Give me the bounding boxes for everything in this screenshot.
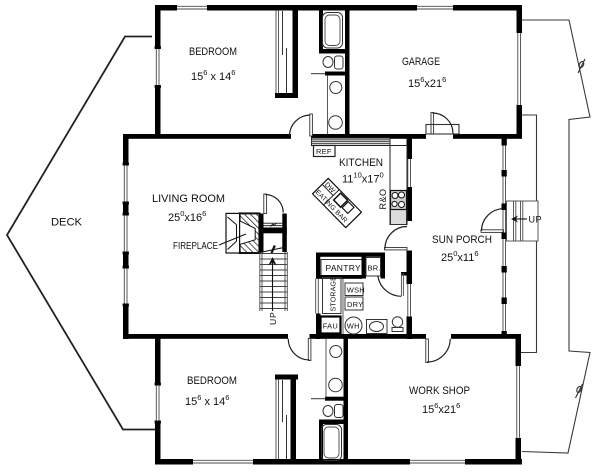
svg-text:250x116: 250x116 [441,249,479,264]
svg-text:1110x170: 1110x170 [342,170,384,185]
svg-text:156 x 146: 156 x 146 [191,68,235,83]
svg-text:LIVING ROOM: LIVING ROOM [152,193,225,205]
svg-text:UP: UP [268,312,278,325]
svg-text:DRY: DRY [347,300,363,309]
svg-text:DECK: DECK [51,217,83,229]
svg-text:UP: UP [529,215,543,225]
svg-text:STORAGE: STORAGE [331,276,338,312]
svg-text:156 x 146: 156 x 146 [185,393,229,408]
svg-text:BR.: BR. [368,264,381,273]
svg-text:SUN PORCH: SUN PORCH [432,234,492,246]
svg-text:R&O: R&O [378,188,388,209]
svg-text:WSH: WSH [347,286,365,295]
svg-text:156x216: 156x216 [408,75,446,90]
svg-text:250x166: 250x166 [168,209,206,224]
svg-text:WORK SHOP: WORK SHOP [409,385,470,397]
svg-text:GARAGE: GARAGE [402,56,440,68]
svg-text:REF: REF [316,147,332,156]
svg-text:KITCHEN: KITCHEN [339,157,383,169]
svg-text:PANTRY: PANTRY [326,263,362,273]
svg-text:WH: WH [347,321,360,330]
svg-text:FIREPLACE: FIREPLACE [173,241,218,252]
svg-text:BEDROOM: BEDROOM [189,46,237,58]
svg-text:156x216: 156x216 [422,401,460,416]
svg-text:FAU: FAU [323,322,338,331]
svg-text:BEDROOM: BEDROOM [187,375,237,387]
